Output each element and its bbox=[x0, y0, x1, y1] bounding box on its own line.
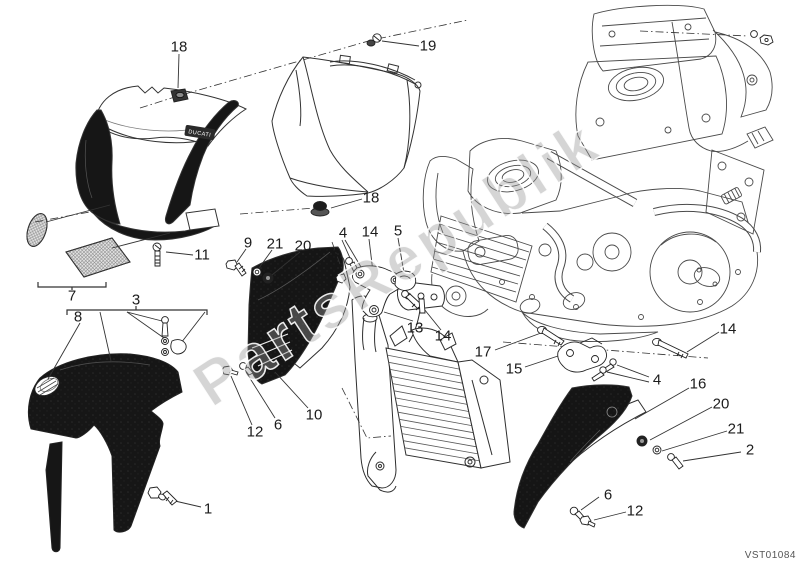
callout-11: 11 bbox=[194, 246, 210, 264]
bolt-icon-12b bbox=[579, 515, 596, 528]
callout-17: 17 bbox=[474, 343, 492, 361]
callout-4: 4 bbox=[338, 224, 348, 242]
callout-6: 6 bbox=[603, 486, 613, 504]
callout-1: 1 bbox=[203, 500, 213, 518]
clip-fastener-icon-18 bbox=[170, 88, 189, 103]
bracket-linkage-icon-13 bbox=[352, 265, 404, 318]
callout-5: 5 bbox=[393, 222, 403, 240]
bracket-icon-15 bbox=[557, 337, 607, 373]
callout-16: 16 bbox=[689, 375, 707, 393]
screw-icon-2 bbox=[667, 453, 684, 470]
callout-2: 2 bbox=[745, 441, 755, 459]
callout-12: 12 bbox=[246, 423, 264, 441]
callout-9: 9 bbox=[243, 234, 253, 252]
callout-19: 19 bbox=[419, 37, 437, 55]
bolt-icon-9 bbox=[225, 259, 247, 277]
callout-12: 12 bbox=[626, 502, 644, 520]
grommet-icon-20 bbox=[262, 272, 274, 284]
washer-icon-21 bbox=[252, 267, 262, 277]
callout-4: 4 bbox=[652, 371, 662, 389]
callout-leader-lines bbox=[37, 40, 742, 521]
screw-icon-11 bbox=[152, 242, 162, 267]
screw-icon-6-left bbox=[239, 362, 254, 376]
screw-icon-14c bbox=[652, 337, 689, 359]
clamp-icon-5 bbox=[394, 270, 417, 291]
callout-14: 14 bbox=[719, 320, 737, 338]
callout-3: 3 bbox=[131, 291, 141, 309]
screw-icon-17 bbox=[537, 325, 565, 347]
bolt-icon-12-left bbox=[221, 365, 239, 376]
callout-7: 7 bbox=[67, 287, 77, 305]
drawing-code: VST01084 bbox=[744, 550, 796, 561]
brand-logo-text: DUCATI bbox=[188, 129, 212, 139]
callout-21: 21 bbox=[266, 235, 284, 253]
mudguard-hardware-stack-3 bbox=[161, 316, 187, 356]
callout-15: 15 bbox=[505, 360, 523, 378]
callout-8: 8 bbox=[73, 308, 83, 326]
callout-14: 14 bbox=[434, 327, 452, 345]
washer-icon-21b bbox=[652, 445, 662, 455]
bolt-icon-small bbox=[335, 273, 347, 284]
engine-illustration bbox=[422, 4, 774, 342]
screw-icon-4-right bbox=[591, 358, 617, 382]
wellnut-icon-18 bbox=[310, 201, 330, 217]
callout-20: 20 bbox=[294, 237, 312, 255]
assembly-axis-lines bbox=[34, 19, 749, 439]
fasteners bbox=[147, 30, 774, 528]
callout-13: 13 bbox=[406, 319, 424, 337]
screw-icon-19 bbox=[366, 33, 382, 47]
right-fairing-panel bbox=[513, 384, 647, 529]
callout-18: 18 bbox=[170, 38, 188, 56]
headlight-fairing: DUCATI bbox=[75, 85, 248, 241]
grommet-icon-20b bbox=[636, 435, 648, 447]
brand-logo: DUCATI bbox=[184, 125, 216, 140]
screw-icon-1 bbox=[147, 486, 178, 506]
callout-10: 10 bbox=[305, 406, 323, 424]
windshield bbox=[271, 54, 422, 197]
radiator bbox=[351, 282, 511, 493]
bolt-icon-frame bbox=[750, 30, 774, 46]
callout-14: 14 bbox=[361, 223, 379, 241]
front-mudguard bbox=[27, 353, 183, 553]
screw-icon-down bbox=[417, 292, 426, 314]
callout-6: 6 bbox=[273, 416, 283, 434]
callout-20: 20 bbox=[712, 395, 730, 413]
callout-18: 18 bbox=[362, 189, 380, 207]
callout-21: 21 bbox=[727, 420, 745, 438]
